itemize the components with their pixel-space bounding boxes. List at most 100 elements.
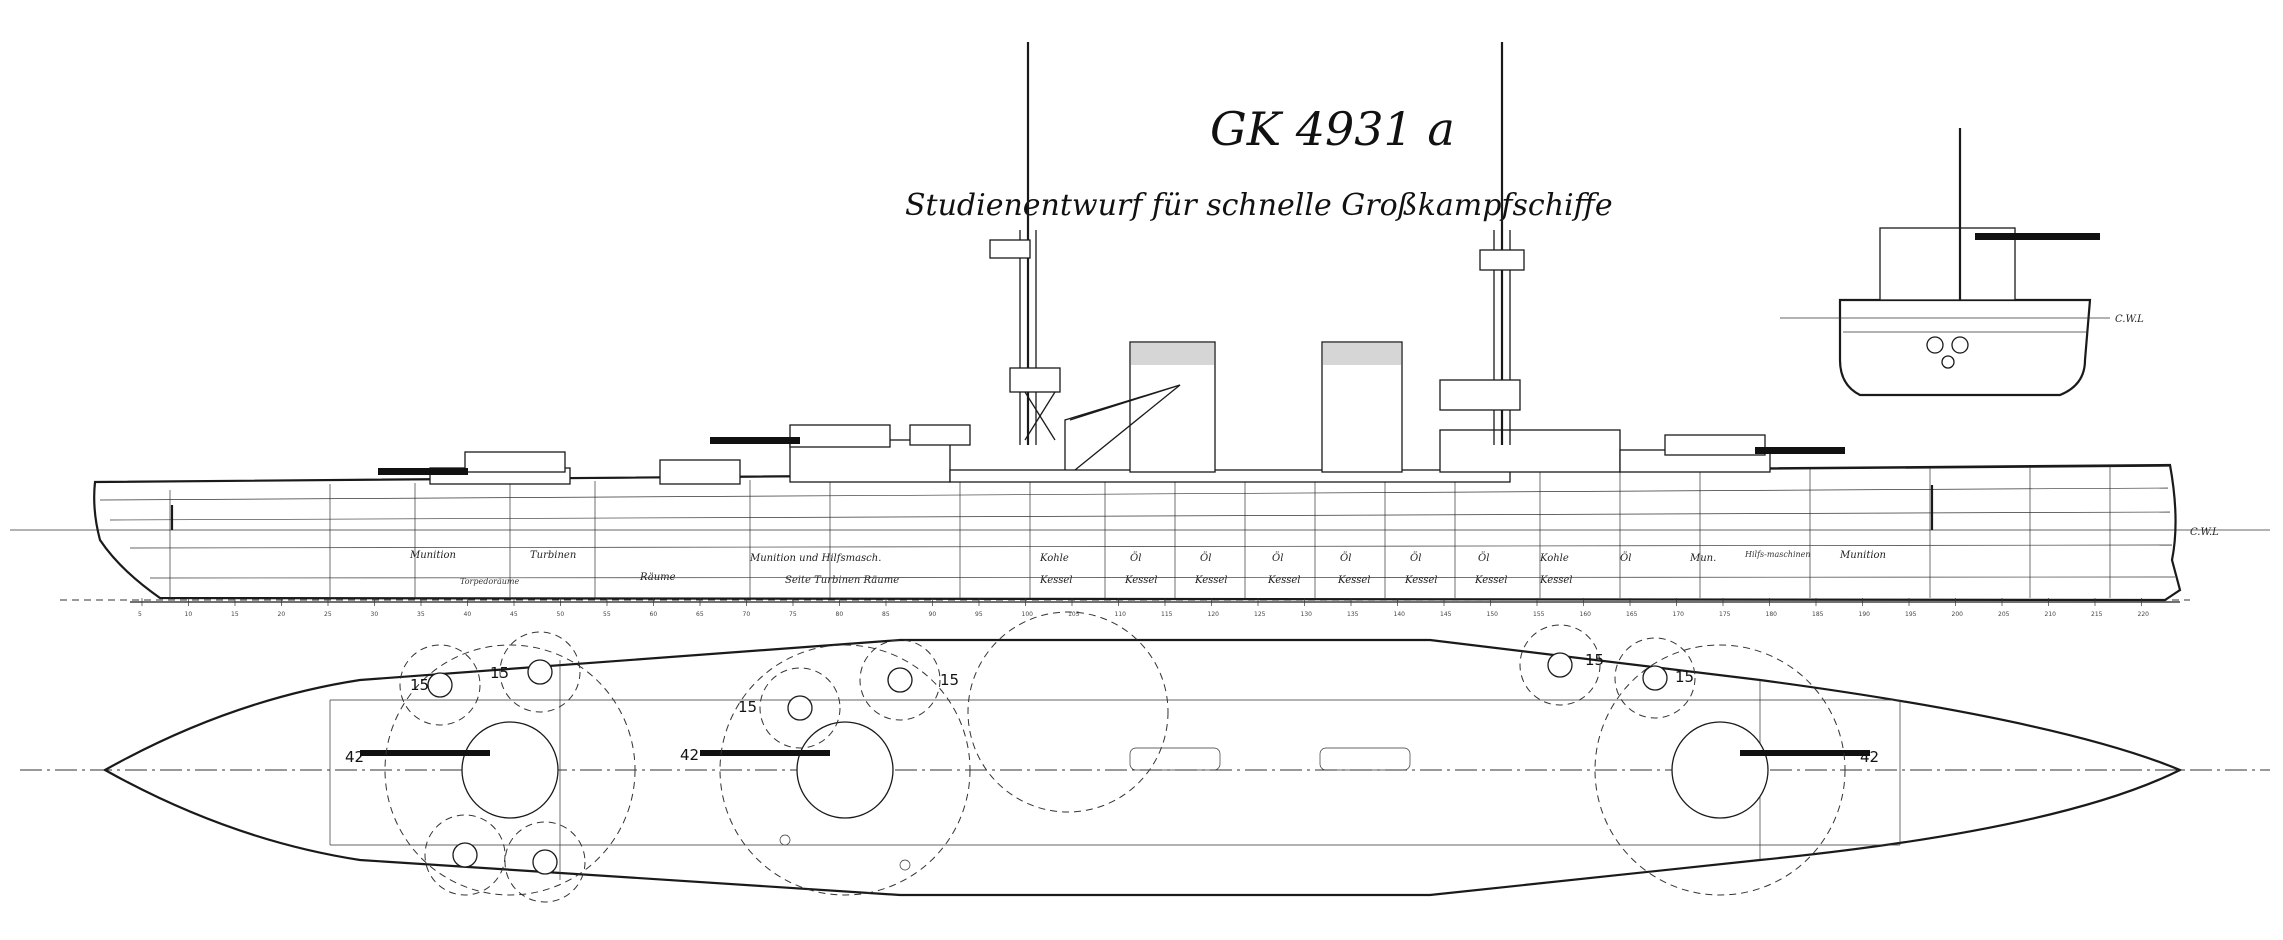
bulkheads xyxy=(169,466,2111,598)
frame-number: 25 xyxy=(324,611,332,618)
secondary-gun: 15 xyxy=(738,667,841,749)
compartment-label: Munition xyxy=(1839,550,1886,561)
gun-caliber-label: 15 xyxy=(410,676,429,694)
boat-plan xyxy=(1129,747,1221,771)
gun-caliber-label: 42 xyxy=(345,748,364,766)
frame-number: 125 xyxy=(1254,611,1266,618)
compartment-label: Munition und Hilfsmasch. xyxy=(749,553,881,564)
compartment-label: Mun. xyxy=(1689,553,1716,564)
hold-line xyxy=(149,576,2176,579)
shelter-deck xyxy=(949,469,1511,483)
compartment-labels: Munition Turbinen Munition und Hilfsmasc… xyxy=(409,550,1886,586)
frame-number: 75 xyxy=(789,611,797,618)
gun-caliber-label: 15 xyxy=(940,671,959,689)
turret-c-plan: 42 xyxy=(1594,644,1879,896)
compartment-label: Öl xyxy=(1340,552,1351,564)
plan-side-lines xyxy=(330,699,1900,846)
gun-caliber-label: 15 xyxy=(1585,651,1604,669)
mainmast xyxy=(1439,42,1525,445)
plan-view: 42 42 42 15 15 15 xyxy=(20,611,2270,903)
frame-number: 215 xyxy=(2091,611,2103,618)
gun-caliber-label: 15 xyxy=(738,698,757,716)
compartment-label: Kessel xyxy=(1039,575,1073,586)
drawing-subtitle: Studienentwurf für schnelle Großkampfsch… xyxy=(905,188,1613,223)
turret-a-plan: 42 xyxy=(345,644,636,896)
frame-number: 95 xyxy=(975,611,983,618)
gun-caliber-label: 15 xyxy=(1675,668,1694,686)
compartment-label: Munition xyxy=(409,550,456,561)
plan-bulkheads xyxy=(329,660,1901,880)
compartment-label: Öl xyxy=(1130,552,1141,564)
boat-crane xyxy=(1064,384,1181,471)
secondary-gun: 15 xyxy=(1519,624,1604,706)
secondary-gun: 15 xyxy=(490,631,581,713)
frame-number: 55 xyxy=(603,611,611,618)
frame-number: 205 xyxy=(1998,611,2010,618)
compartment-label: Öl xyxy=(1478,552,1489,564)
turret-b-side xyxy=(710,424,891,448)
deck-fitting xyxy=(779,834,791,846)
secondary-guns: 15 15 15 15 15 15 xyxy=(399,624,1696,903)
side-elevation: C.W.L xyxy=(10,42,2270,618)
secondary-gun: 15 xyxy=(1614,637,1696,719)
compartment-label: Turbinen xyxy=(530,550,576,561)
compartment-label: Kessel xyxy=(1124,575,1158,586)
section-gun-barrel xyxy=(1975,233,2100,240)
secondary-gun xyxy=(424,814,506,896)
frame-number: 40 xyxy=(464,611,472,618)
frame-number: 30 xyxy=(371,611,379,618)
frame-number: 115 xyxy=(1161,611,1173,618)
frame-number: 90 xyxy=(929,611,937,618)
frame-number: 15 xyxy=(231,611,239,618)
frame-number: 155 xyxy=(1533,611,1545,618)
secondary-gun: 15 xyxy=(399,644,481,726)
forward-bridge-block xyxy=(659,459,741,485)
turret-c-side xyxy=(1664,434,1845,456)
turret-b-plan: 42 xyxy=(680,644,971,896)
gun-caliber-label: 42 xyxy=(680,746,699,764)
frame-number: 175 xyxy=(1719,611,1731,618)
compartment-label: Kessel xyxy=(1539,575,1573,586)
gun-caliber-label: 15 xyxy=(490,664,509,682)
frame-number: 85 xyxy=(882,611,890,618)
frame-number: 165 xyxy=(1626,611,1638,618)
compartment-label: Kessel xyxy=(1404,575,1438,586)
waterline-label: C.W.L xyxy=(2190,527,2219,538)
frame-number: 160 xyxy=(1580,611,1592,618)
compartment-label: Seite Turbinen Räume xyxy=(785,575,899,586)
compartment-label: Hilfs-maschinen xyxy=(1744,550,1811,559)
frame-number: 170 xyxy=(1673,611,1685,618)
frame-number: 220 xyxy=(2138,611,2150,618)
frame-number: 45 xyxy=(510,611,518,618)
frame-number: 150 xyxy=(1487,611,1499,618)
frame-number: 200 xyxy=(1952,611,1964,618)
compartment-label: Kessel xyxy=(1194,575,1228,586)
bridge-deck xyxy=(909,424,971,446)
frame-number: 100 xyxy=(1022,611,1034,618)
compartment-label: Öl xyxy=(1410,552,1421,564)
compartment-label: Kessel xyxy=(1267,575,1301,586)
frame-number: 140 xyxy=(1394,611,1406,618)
compartment-label: Öl xyxy=(1200,552,1211,564)
frame-number: 190 xyxy=(1859,611,1871,618)
frame-number: 105 xyxy=(1068,611,1080,618)
crane-sweep-arc xyxy=(967,611,1169,813)
deck-line-2 xyxy=(99,487,2169,501)
turret-a-side xyxy=(378,451,566,475)
frame-number: 120 xyxy=(1208,611,1220,618)
compartment-label: Öl xyxy=(1620,552,1631,564)
frame-number: 5 xyxy=(138,611,142,618)
frame-number: 195 xyxy=(1905,611,1917,618)
frame-number: 60 xyxy=(650,611,658,618)
frame-number: 145 xyxy=(1440,611,1452,618)
secondary-gun xyxy=(504,821,586,903)
frame-number: 110 xyxy=(1115,611,1127,618)
hull-side-outline xyxy=(93,463,2182,602)
compartment-label: Räume xyxy=(639,572,676,583)
frame-number: 130 xyxy=(1301,611,1313,618)
frame-number: 210 xyxy=(2045,611,2057,618)
frame-number: 180 xyxy=(1766,611,1778,618)
armor-deck-line xyxy=(129,544,2173,549)
